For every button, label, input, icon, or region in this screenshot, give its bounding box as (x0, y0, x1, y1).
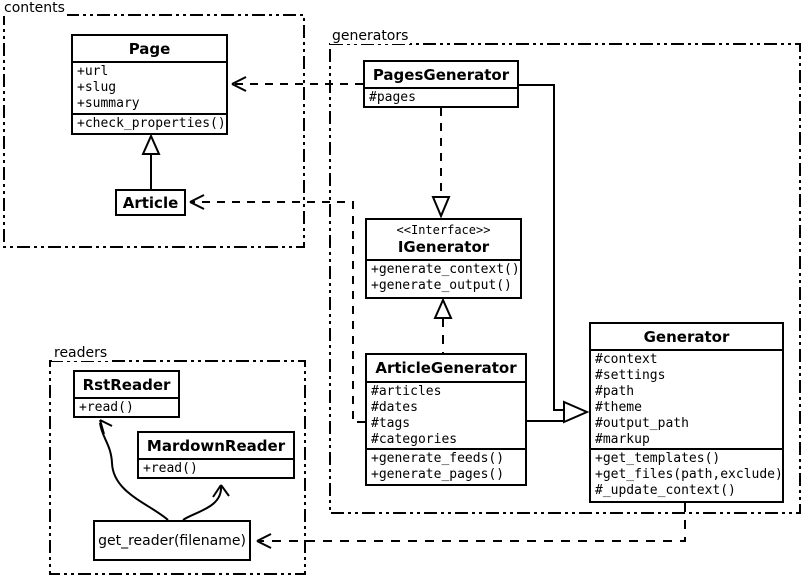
class-articlegenerator-attributes: #articles #dates #tags #categories (367, 383, 525, 448)
arrowhead-triangle-generator (563, 400, 590, 424)
method: +check_properties() (77, 116, 226, 131)
package-generators-label: generators (330, 28, 411, 44)
edge-getreader-to-mardownreader (182, 486, 223, 521)
edge-articlegenerator-depends-article (192, 201, 365, 423)
class-articlegenerator-title: ArticleGenerator (367, 355, 525, 383)
attribute: +slug (77, 80, 117, 95)
package-generators-border (329, 43, 801, 514)
package-readers-border (49, 360, 306, 575)
method: +read() (143, 461, 198, 476)
class-page: Page +url +slug +summary +check_properti… (71, 34, 228, 135)
edge-pagesgenerator-extends-generator (519, 84, 564, 411)
attribute: #pages (369, 90, 416, 105)
class-page-methods: +check_properties() (73, 113, 226, 132)
class-igenerator: <<Interface>> IGenerator +generate_conte… (365, 218, 522, 299)
method: +generate_feeds() (371, 451, 505, 466)
edge-getreader-to-rstreader (99, 422, 169, 521)
class-pagesgenerator-attributes: #pages (365, 89, 517, 106)
arrowhead-open-page (231, 76, 247, 92)
class-generator-title: Generator (591, 324, 782, 351)
attribute: #path (595, 384, 635, 399)
class-article-title: Article (122, 193, 179, 212)
method: #_update_context() (595, 483, 736, 498)
class-generator: Generator #context #settings #path #them… (589, 322, 784, 503)
method: +generate_pages() (371, 467, 505, 482)
class-rstreader: RstReader +read() (73, 370, 180, 418)
package-contents-border (3, 14, 305, 248)
attribute: #output_path (595, 416, 689, 431)
arrowhead-open-rstreader (99, 419, 113, 435)
class-articlegenerator-methods: +generate_feeds() +generate_pages() (367, 448, 525, 483)
attribute: #theme (595, 400, 642, 415)
class-mardownreader-title: MardownReader (139, 433, 293, 460)
package-readers-label: readers (52, 345, 110, 361)
class-rstreader-methods: +read() (75, 399, 178, 416)
class-rstreader-title: RstReader (75, 372, 178, 399)
attribute: #articles (371, 384, 442, 399)
attribute: #tags (371, 416, 411, 431)
class-mardownreader-methods: +read() (139, 460, 293, 477)
class-page-attributes: +url +slug +summary (73, 63, 226, 113)
class-igenerator-header: <<Interface>> IGenerator (367, 220, 520, 261)
attribute: +url (77, 64, 109, 79)
class-article: Article (115, 189, 186, 216)
attribute: #settings (595, 368, 666, 383)
arrowhead-open-getreader (256, 533, 272, 549)
attribute: +summary (77, 96, 140, 111)
class-igenerator-stereotype: <<Interface>> (396, 223, 491, 237)
arrowhead-triangle-igenerator-bottom (433, 297, 453, 319)
attribute: #dates (371, 400, 418, 415)
method: +generate_context() (371, 262, 520, 277)
class-articlegenerator: ArticleGenerator #articles #dates #tags … (365, 353, 527, 486)
class-generator-attributes: #context #settings #path #theme #output_… (591, 351, 782, 448)
class-mardownreader: MardownReader +read() (137, 431, 295, 479)
attribute: #markup (595, 432, 650, 447)
class-page-title: Page (73, 36, 226, 63)
class-igenerator-title: IGenerator (397, 238, 490, 256)
method: +get_files(path,exclude) (595, 467, 782, 482)
class-generator-methods: +get_templates() +get_files(path,exclude… (591, 448, 782, 499)
class-pagesgenerator: PagesGenerator #pages (363, 60, 519, 108)
arrowhead-open-mardownreader (212, 484, 230, 498)
attribute: #context (595, 352, 658, 367)
attribute: #categories (371, 432, 458, 447)
method: +get_templates() (595, 451, 721, 466)
method: +read() (79, 400, 134, 415)
class-pagesgenerator-title: PagesGenerator (365, 62, 517, 89)
arrowhead-triangle-page (141, 133, 161, 155)
edge-generator-depends-getreader (259, 503, 686, 542)
arrowhead-triangle-igenerator-top (431, 196, 451, 219)
function-get-reader: get_reader(filename) (93, 520, 251, 561)
package-contents-label: contents (2, 0, 67, 16)
method: +generate_output() (371, 278, 512, 293)
arrowhead-open-article (189, 194, 205, 210)
class-igenerator-methods: +generate_context() +generate_output() (367, 261, 520, 294)
